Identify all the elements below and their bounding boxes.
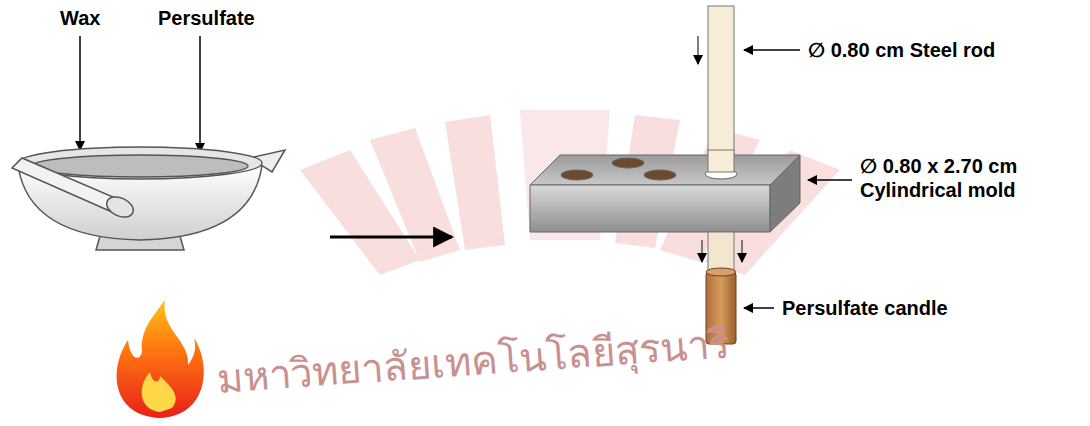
input-arrow bbox=[79, 36, 81, 150]
watermark: มหาวิทยาลัยเทคโนโลยีสุรนารี bbox=[215, 319, 731, 403]
part-label: ∅ 0.80 cm Steel rod bbox=[808, 38, 1068, 62]
pestle bbox=[12, 158, 136, 221]
leader-arrow bbox=[808, 179, 852, 181]
ingredient-label: Persulfate bbox=[158, 6, 298, 30]
part-label: Persulfate candle bbox=[782, 296, 1002, 320]
steel-rod bbox=[708, 150, 734, 172]
input-arrow bbox=[199, 36, 201, 152]
flame bbox=[117, 300, 204, 418]
process-arrow bbox=[330, 236, 452, 239]
motion-arrow bbox=[697, 36, 699, 64]
motion-arrow bbox=[741, 240, 743, 262]
motion-arrow bbox=[701, 240, 703, 262]
part-label: ∅ 0.80 x 2.70 cm Cylindrical mold bbox=[860, 154, 1050, 202]
ingredient-label: Wax bbox=[60, 6, 140, 30]
leader-arrow bbox=[744, 49, 800, 51]
steel-rod bbox=[708, 6, 734, 172]
steel-rod bbox=[708, 232, 734, 272]
mortar bbox=[18, 147, 285, 250]
cylindrical-mold bbox=[530, 155, 800, 232]
persulfate-candle bbox=[706, 268, 736, 276]
leader-arrow bbox=[744, 307, 774, 309]
watermark-fan bbox=[300, 110, 840, 275]
